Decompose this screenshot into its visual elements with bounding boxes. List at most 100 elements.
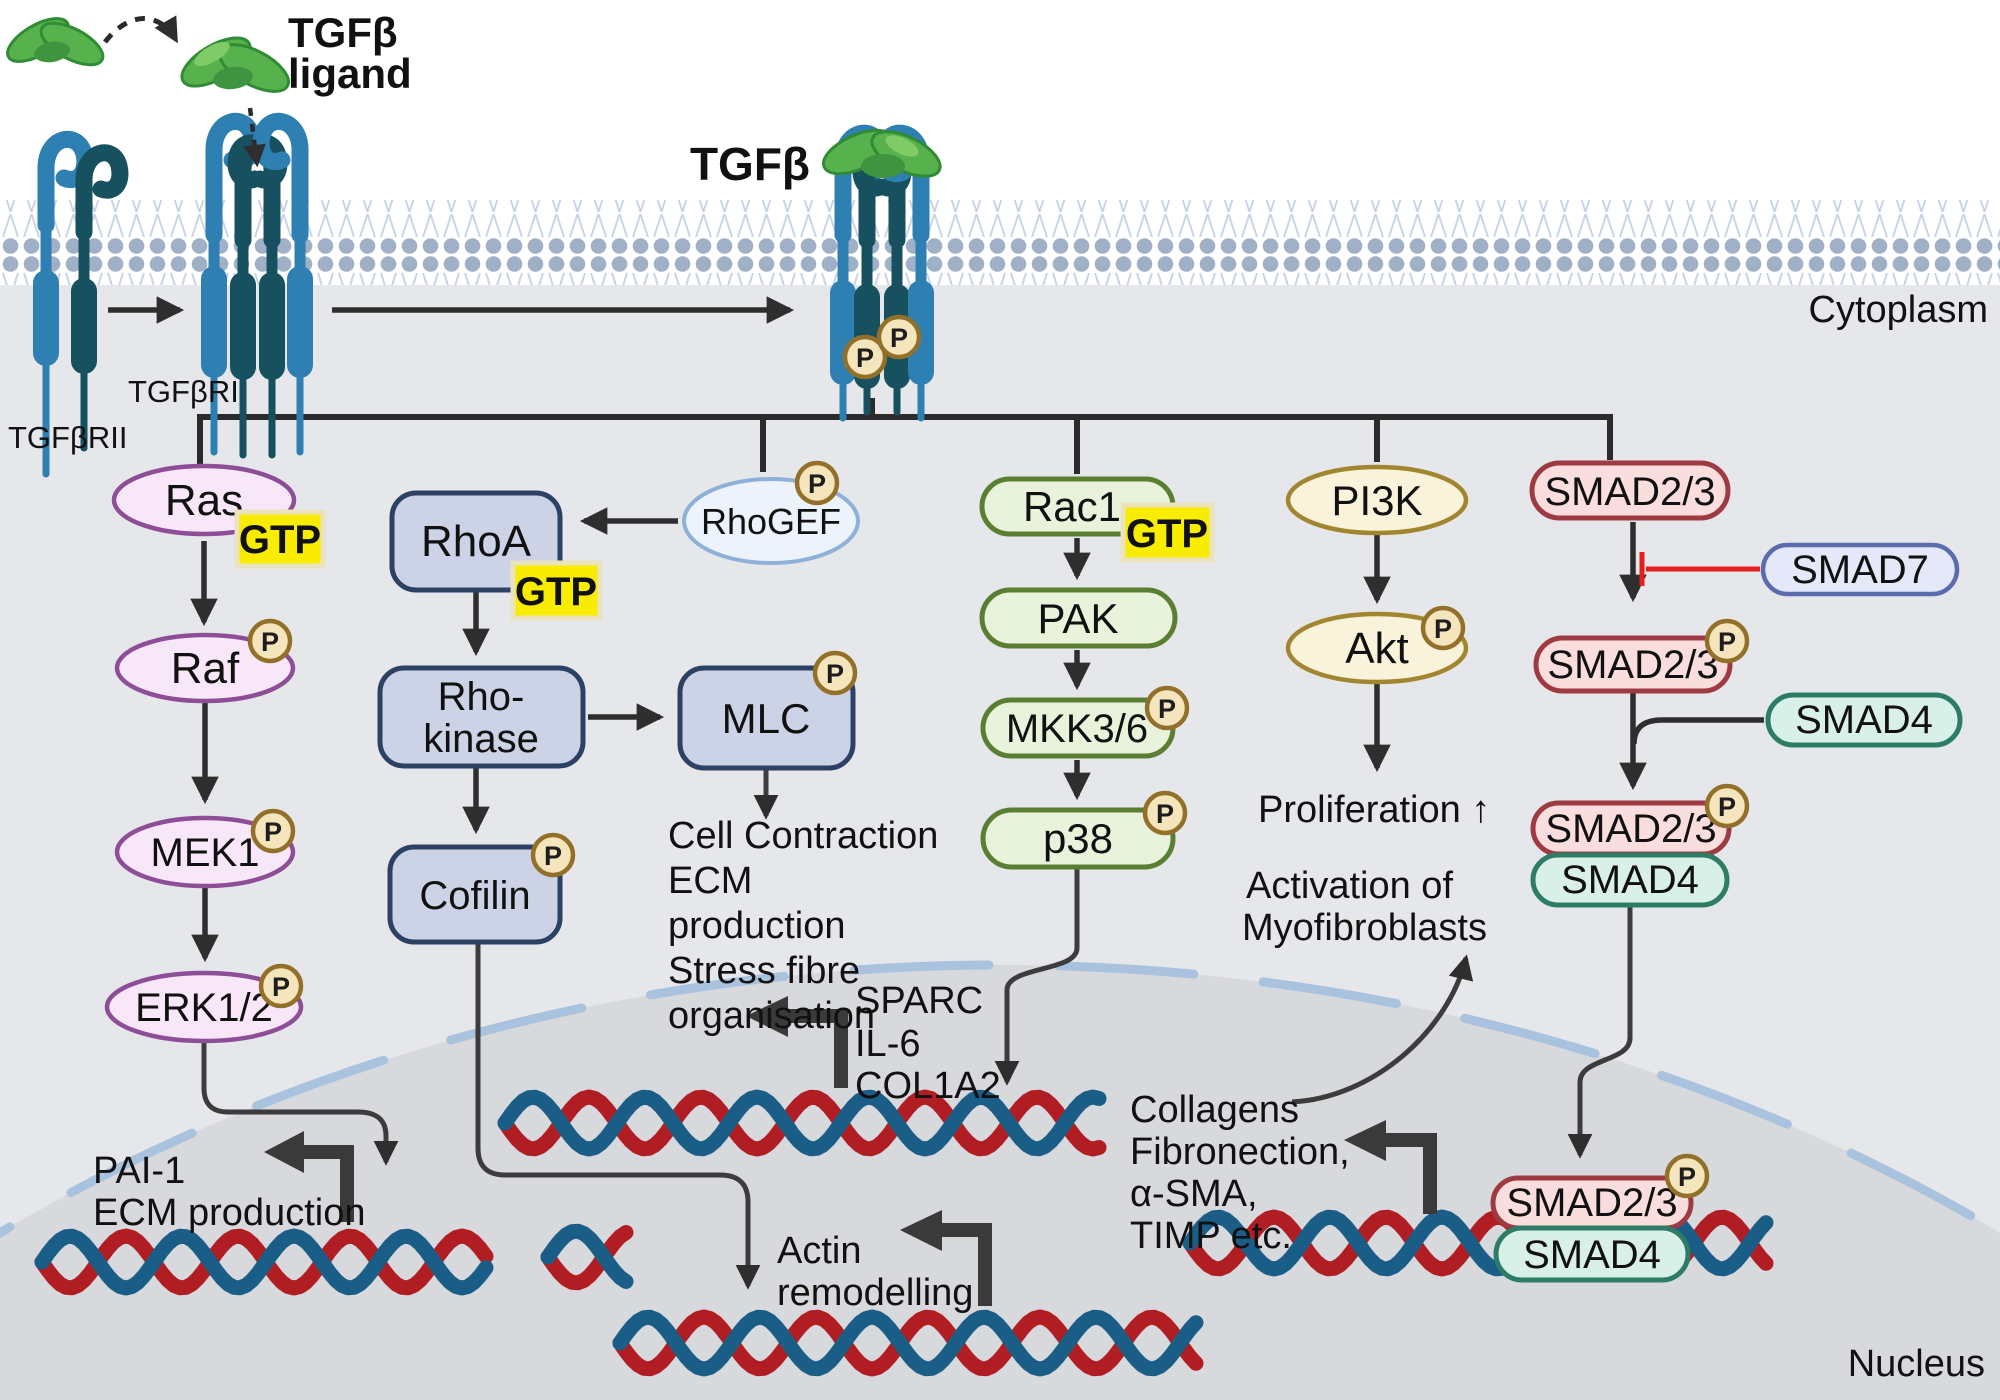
node-smad23-label: SMAD2/3 — [1545, 807, 1716, 851]
node-mek1: MEK1 — [114, 815, 296, 889]
node-smad23-nucleus: SMAD2/3 — [1490, 1175, 1694, 1231]
tgfb-ligand-free — [6, 17, 105, 67]
svg-text:Fibronection,: Fibronection, — [1130, 1131, 1350, 1173]
mlc-effects-text: Cell Contraction ECM production Stress f… — [668, 815, 938, 1037]
node-rac1-label: Rac1 — [1023, 483, 1121, 530]
node-smad4-nucleus: SMAD4 — [1493, 1225, 1691, 1283]
node-ras-label: Ras — [165, 476, 243, 525]
node-pi3k: PI3K — [1285, 464, 1469, 536]
node-mkk36: MKK3/6 — [980, 697, 1176, 759]
node-mek1-label: MEK1 — [151, 831, 260, 875]
node-smad23-label: SMAD2/3 — [1544, 470, 1715, 514]
node-mlc-label: MLC — [722, 695, 811, 742]
svg-text:Collagens: Collagens — [1130, 1089, 1299, 1131]
tgfb-ligand-label-line2: ligand — [288, 50, 412, 97]
svg-text:P: P — [1158, 694, 1176, 724]
svg-text:ECM: ECM — [668, 860, 752, 902]
svg-text:P: P — [1718, 627, 1736, 657]
node-erk12-label: ERK1/2 — [135, 986, 273, 1030]
nucleus-label: Nucleus — [1848, 1343, 1985, 1385]
svg-text:remodelling: remodelling — [777, 1272, 973, 1314]
smad-genes-text: Collagens Fibronection, α-SMA, TIMP etc. — [1130, 1089, 1350, 1257]
svg-text:α-SMA,: α-SMA, — [1130, 1173, 1258, 1215]
svg-text:P: P — [544, 841, 562, 871]
svg-text:P: P — [261, 627, 279, 657]
cell-membrane — [0, 200, 2000, 285]
cofilin-effect-text: Actin remodelling — [777, 1230, 973, 1314]
gtp-badge-label: GTP — [515, 570, 597, 614]
node-smad4-cytoplasm: SMAD4 — [1765, 692, 1963, 748]
svg-text:IL-6: IL-6 — [855, 1023, 920, 1065]
node-cofilin: Cofilin — [387, 844, 563, 945]
gtp-badge-label: GTP — [239, 518, 321, 562]
node-pak: PAK — [979, 587, 1178, 649]
pathway-arrows — [190, 507, 1764, 1290]
receptor-branch-lines — [197, 398, 1613, 474]
node-smad23-label: SMAD2/3 — [1547, 643, 1718, 687]
svg-text:Actin: Actin — [777, 1230, 861, 1272]
svg-text:ECM production: ECM production — [93, 1192, 365, 1234]
tgfb-ligand-label-line1: TGFβ — [288, 9, 398, 56]
smad7-inhibition-line — [1639, 552, 1760, 586]
node-raf-label: Raf — [171, 644, 240, 693]
receptor-complex-unbound — [201, 112, 313, 459]
gtp-badge-rhoa: GTP — [510, 560, 603, 621]
akt-effect-text: Proliferation ↑ — [1258, 789, 1490, 831]
node-mlc: MLC — [677, 665, 856, 771]
myofibroblast-text: Activation of Myofibroblasts — [1242, 865, 1487, 949]
transcription-arrow-actin — [900, 1210, 992, 1306]
svg-text:P: P — [808, 469, 826, 499]
receptor-inactive-pair — [33, 130, 129, 478]
svg-text:TIMP etc.: TIMP etc. — [1130, 1215, 1292, 1257]
transcription-arrow-pai1 — [264, 1131, 354, 1222]
dna-helix-fragment — [540, 1223, 634, 1291]
svg-text:Cell Contraction: Cell Contraction — [668, 815, 938, 857]
svg-text:SPARC: SPARC — [855, 980, 983, 1022]
tgfb-ligand-approaching — [180, 36, 290, 93]
node-rhoa-label: RhoA — [421, 517, 532, 566]
p38-genes-text: SPARC IL-6 COL1A2 — [855, 980, 1001, 1107]
svg-text:P: P — [264, 817, 282, 847]
node-smad4-label: SMAD4 — [1523, 1233, 1661, 1277]
node-rho-kinase: Rho- kinase — [377, 665, 586, 769]
svg-text:P: P — [890, 323, 908, 353]
node-p38: p38 — [980, 807, 1176, 870]
svg-text:Proliferation ↑: Proliferation ↑ — [1258, 789, 1490, 831]
svg-text:PAI-1: PAI-1 — [93, 1150, 185, 1192]
transcription-arrow-sparc — [746, 996, 848, 1088]
dna-helix-bottom-left — [34, 1228, 494, 1296]
svg-text:P: P — [856, 343, 874, 373]
svg-text:Stress fibre: Stress fibre — [668, 950, 860, 992]
dna-helix-bottom-center — [612, 1309, 1204, 1377]
node-smad23-3: SMAD2/3 — [1530, 800, 1732, 857]
svg-text:P: P — [1678, 1162, 1696, 1192]
node-smad23-label: SMAD2/3 — [1506, 1181, 1677, 1225]
svg-text:P: P — [1434, 614, 1452, 644]
node-smad4-label: SMAD4 — [1561, 858, 1699, 902]
node-smad23-2: SMAD2/3 — [1533, 635, 1733, 694]
svg-text:Myofibroblasts: Myofibroblasts — [1242, 907, 1487, 949]
svg-text:P: P — [826, 659, 844, 689]
tgfb-bound-label: TGFβ — [690, 138, 810, 190]
gtp-badge-ras: GTP — [234, 509, 326, 569]
phospho-badges — [247, 314, 1750, 1199]
node-smad7-label: SMAD7 — [1791, 548, 1929, 592]
node-akt-label: Akt — [1345, 624, 1409, 673]
node-mkk36-label: MKK3/6 — [1006, 707, 1148, 751]
node-erk12: ERK1/2 — [104, 970, 304, 1044]
svg-text:organisation: organisation — [668, 995, 875, 1037]
gtp-badge-label: GTP — [1126, 512, 1208, 556]
svg-text:COL1A2: COL1A2 — [855, 1065, 1001, 1107]
svg-text:P: P — [1718, 792, 1736, 822]
node-rhogef-label: RhoGEF — [701, 501, 841, 542]
svg-text:P: P — [272, 972, 290, 1002]
node-rho-kinase-label1: Rho- — [438, 675, 525, 719]
nucleus-region — [0, 960, 2000, 1400]
svg-text:Activation of: Activation of — [1246, 865, 1453, 907]
node-pi3k-label: PI3K — [1331, 477, 1422, 524]
tgfbri-label: TGFβRI — [128, 374, 239, 409]
cytoplasm-label: Cytoplasm — [1809, 289, 1989, 331]
tgfbrii-label: TGFβRII — [8, 420, 127, 455]
